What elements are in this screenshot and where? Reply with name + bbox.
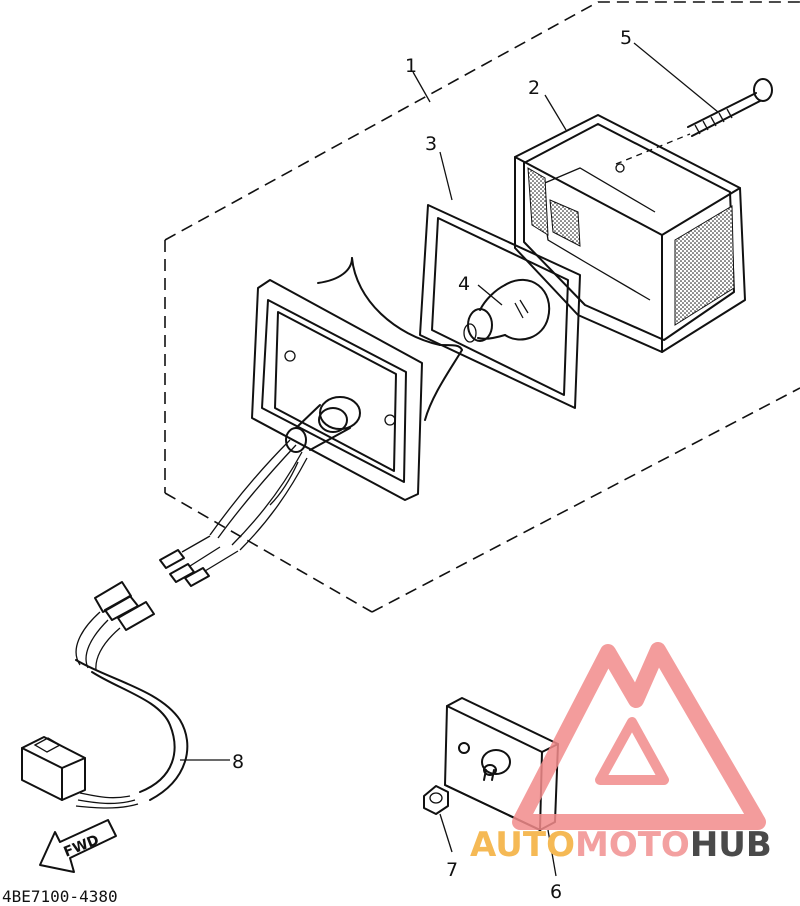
wire-harness <box>21 581 230 809</box>
part-code: 4BE7100-4380 <box>2 887 118 906</box>
callout-6: 6 <box>550 881 562 903</box>
watermark-logo <box>512 642 766 830</box>
assembly-boundary <box>164 1 800 613</box>
bulb <box>463 278 551 343</box>
watermark-hub: HUB <box>690 825 772 865</box>
callout-4: 4 <box>458 273 470 295</box>
watermark-auto: AUTO <box>470 825 575 865</box>
socket-wires <box>159 439 308 587</box>
callout-1: 1 <box>405 55 417 77</box>
nut <box>423 785 453 853</box>
screw <box>615 78 773 165</box>
gasket <box>419 204 581 409</box>
watermark-moto: MOTO <box>575 825 690 865</box>
fwd-arrow: FWD <box>39 819 117 873</box>
lens-housing <box>514 114 746 353</box>
callout-5: 5 <box>620 27 632 49</box>
callout-7: 7 <box>446 859 458 881</box>
callout-3: 3 <box>425 133 437 155</box>
callout-8: 8 <box>232 751 244 773</box>
callout-2: 2 <box>528 77 540 99</box>
leader-lines <box>412 42 719 306</box>
fwd-label: FWD <box>62 832 102 861</box>
light-base <box>251 257 463 501</box>
svg-text:AUTOMOTOHUB: AUTOMOTOHUB <box>470 825 772 865</box>
automotohub-watermark: AUTOMOTOHUB <box>470 642 772 865</box>
